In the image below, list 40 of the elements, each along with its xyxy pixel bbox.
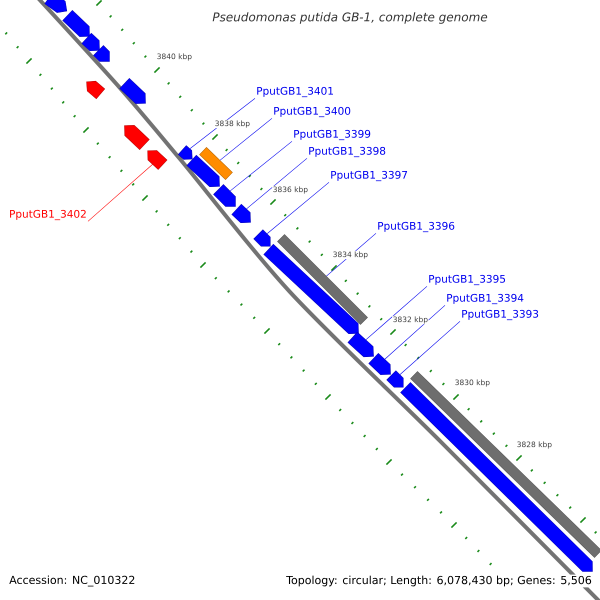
- gene-block: [368, 353, 391, 375]
- gene-label: PputGB1_3393: [462, 310, 538, 320]
- gene-block: [86, 80, 105, 100]
- gene-block: [186, 155, 220, 187]
- gene-block: [386, 370, 404, 388]
- title: Pseudomonas putida GB-1, complete genome: [212, 12, 488, 24]
- gene-label: PputGB1_3394: [447, 294, 524, 304]
- gene-bar: [277, 234, 368, 325]
- leader-line: [246, 158, 308, 210]
- gene-block: [44, 0, 68, 13]
- gene-block: [82, 32, 100, 52]
- gene-block: [348, 332, 374, 358]
- gene-bar: [410, 371, 600, 558]
- gene-label: PputGB1_3402: [10, 210, 86, 220]
- gene-label: PputGB1_3395: [429, 274, 506, 286]
- leader-line: [366, 286, 428, 340]
- gene-block: [119, 78, 146, 104]
- leader-line: [88, 164, 153, 222]
- gene-block: [232, 204, 251, 223]
- gene-bar: [199, 147, 233, 180]
- footer-text: Topology: circular; Length: 6,078,430 bp; Genes: 5,506: [285, 574, 593, 588]
- gene-block: [147, 150, 168, 170]
- gene-label: PputGB1_3396: [378, 222, 454, 232]
- gene-block: [178, 145, 192, 160]
- leader-line: [384, 305, 446, 360]
- gene-label: PputGB1_3398: [309, 146, 386, 158]
- gene-block: [93, 45, 110, 62]
- footer-text: Accession: NC_010322: [8, 574, 136, 588]
- gene-label: PputGB1_3399: [294, 130, 370, 140]
- leader-line: [220, 118, 272, 160]
- gene-label: PputGB1_3401: [257, 86, 333, 98]
- leader-line: [266, 182, 330, 234]
- gene-block: [253, 229, 271, 247]
- gene-block: [124, 125, 150, 150]
- gene-label: PputGB1_3400: [274, 106, 350, 118]
- gene-block: [62, 10, 90, 37]
- gene-block: [213, 184, 236, 207]
- leader-line: [400, 321, 460, 375]
- gene-label: PputGB1_3397: [331, 170, 408, 182]
- leader-line: [230, 141, 292, 192]
